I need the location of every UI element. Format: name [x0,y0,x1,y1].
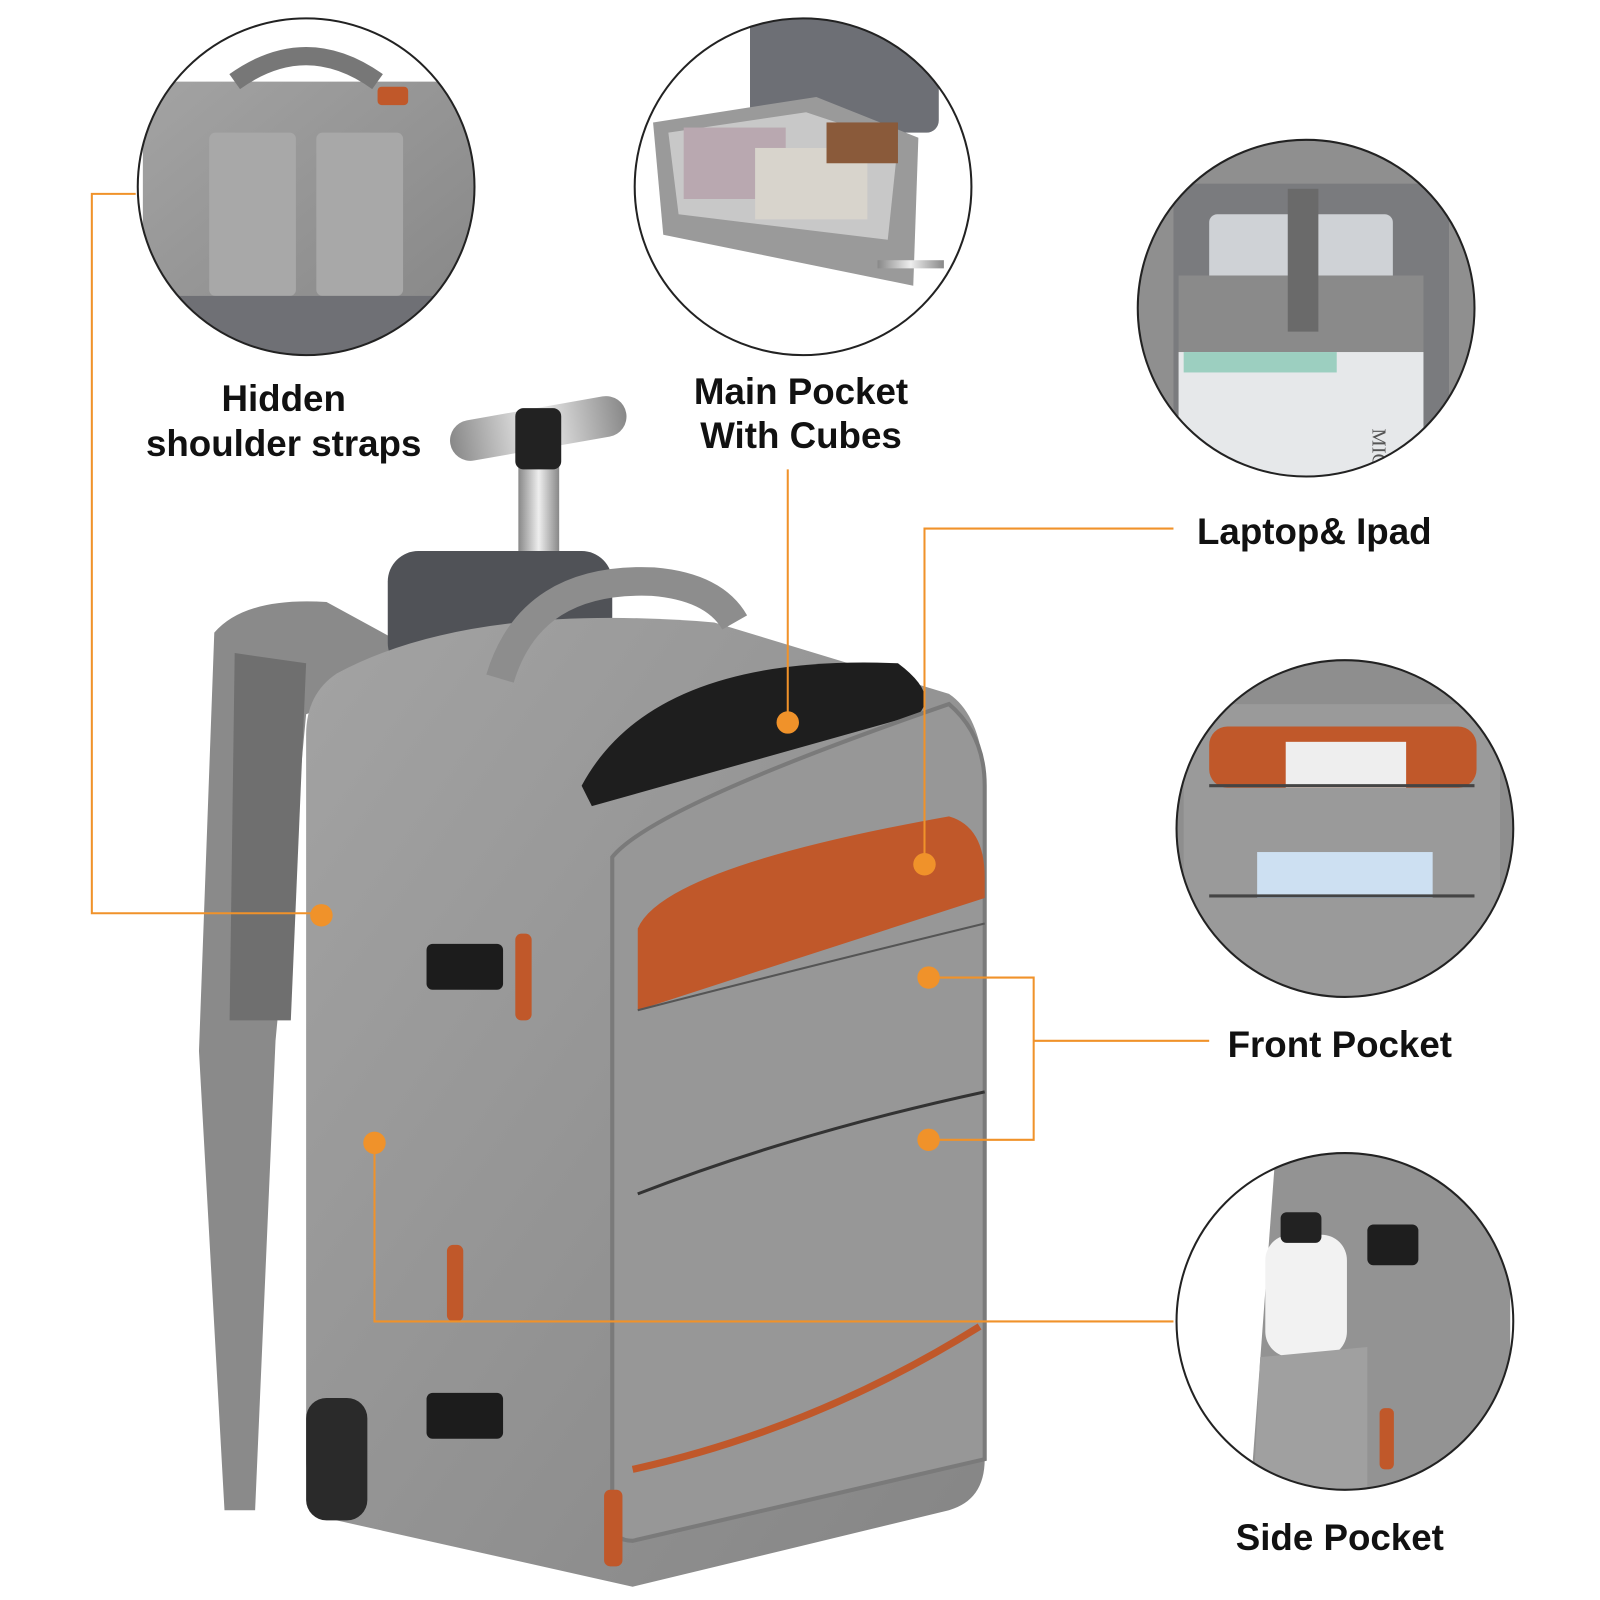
inset-laptop-compartment: MIGI [1136,138,1476,478]
callout-lines [90,192,1210,1323]
label-front-pocket: Front Pocket [1228,1024,1452,1065]
callout-line-laptop [923,527,1174,865]
label-main-pocket-line2: With Cubes [700,415,902,456]
inset-hidden-straps [136,17,476,357]
label-hidden-straps-line2: shoulder straps [146,423,421,464]
callout-dot-hidden-straps [310,904,333,927]
label-side-pocket: Side Pocket [1236,1517,1444,1558]
book-logo-text: MIGI [1367,429,1389,476]
callout-dot-front-pocket-1 [917,966,940,989]
callout-line-hidden-straps [90,192,322,915]
callout-dot-laptop [913,853,936,876]
callout-dot-front-pocket-2 [917,1128,940,1152]
callout-line-side-pocket [373,1142,1174,1323]
label-main-pocket-line1: Main Pocket [694,371,908,412]
callout-dots [310,711,940,1155]
label-laptop: Laptop& Ipad [1197,511,1432,552]
label-hidden-straps-line1: Hidden [221,378,345,419]
callout-line-front-pocket-bracket [928,976,1035,1141]
inset-side-pocket [1175,1152,1515,1491]
callout-dot-side-pocket [363,1131,386,1155]
inset-main-pocket [633,17,973,357]
inset-front-pocket [1175,659,1515,998]
callout-dot-main-pocket [776,711,799,734]
backpack-illustration [198,396,987,1587]
